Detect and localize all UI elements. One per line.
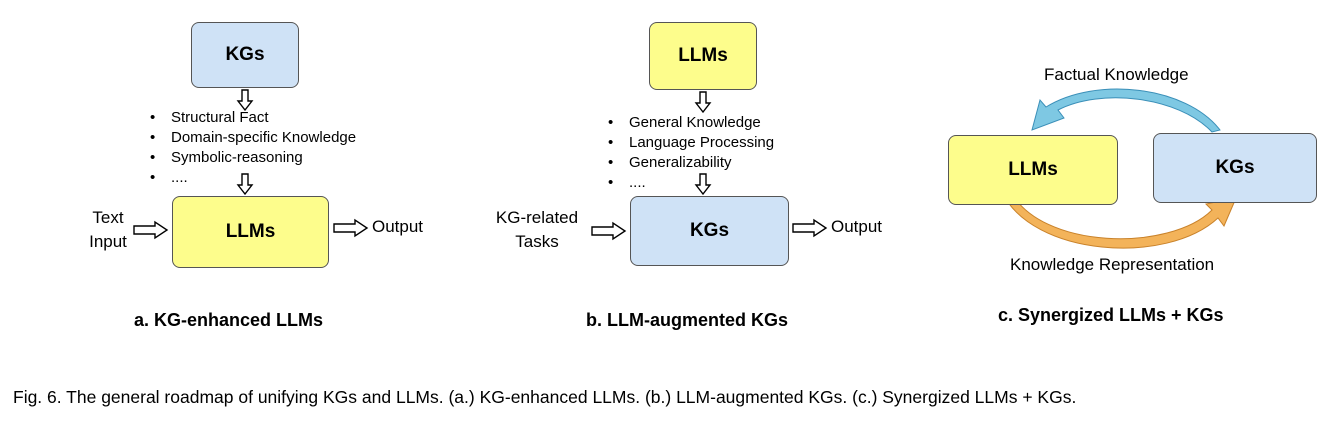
panel-b-input-text: KG-related Tasks <box>482 206 592 254</box>
figure-caption: Fig. 6. The general roadmap of unifying … <box>13 387 1077 407</box>
panel-a-down-arrow-2 <box>236 173 254 196</box>
panel-b-input-line2: Tasks <box>515 232 559 251</box>
panel-a-input-arrow <box>133 220 169 240</box>
panel-c-knowledge-representation-arrow <box>1001 189 1237 249</box>
panel-a-bullet-item: Symbolic-reasoning <box>147 148 356 168</box>
panel-a-input-line1: Text <box>92 208 124 227</box>
panel-b-down-arrow-1 <box>694 91 712 114</box>
panel-c-kgs-label: KGs <box>1215 157 1255 178</box>
panel-c-factual-knowledge-label: Factual Knowledge <box>1044 65 1189 84</box>
panel-b-title: b. LLM-augmented KGs <box>586 310 788 330</box>
panel-a-bullet-item: Structural Fact <box>147 108 356 128</box>
panel-c-curved-arrows <box>1001 88 1237 249</box>
panel-a-kgs-label: KGs <box>225 44 265 65</box>
panel-b-bullet-item: General Knowledge <box>605 113 774 133</box>
panel-b-input-line1: KG-related <box>495 208 579 227</box>
panel-c-llms-box: LLMs <box>948 135 1118 205</box>
panel-b-llms-label: LLMs <box>678 45 728 66</box>
panel-b-bullet-item: .... <box>605 173 774 193</box>
panel-b-llms-box: LLMs <box>649 22 757 90</box>
panel-c-knowledge-representation-label: Knowledge Representation <box>1010 255 1215 274</box>
panel-a-llms-label: LLMs <box>225 221 276 242</box>
panel-b-output-text: Output <box>831 217 883 236</box>
panel-b-output-arrow <box>792 218 828 238</box>
panel-c-title: c. Synergized LLMs + KGs <box>998 305 1224 325</box>
panel-a-input-line2: Input <box>89 232 127 251</box>
panel-b-bullet-item: Language Processing <box>605 133 774 153</box>
panel-c-kgs-box: KGs <box>1153 133 1317 203</box>
panel-a-bullet-item: Domain-specific Knowledge <box>147 128 356 148</box>
panel-b-bullet-item: Generalizability <box>605 153 774 173</box>
panel-b-down-arrow-2 <box>694 173 712 196</box>
panel-b-kgs-box: KGs <box>630 196 789 266</box>
panel-a-output-text: Output <box>372 217 424 236</box>
panel-a-bullet-list: Structural Fact Domain-specific Knowledg… <box>147 108 356 188</box>
panel-a-title: a. KG-enhanced LLMs <box>134 310 324 330</box>
panel-a-kgs-box: KGs <box>191 22 299 88</box>
panel-b-bullet-list: General Knowledge Language Processing Ge… <box>605 113 774 193</box>
panel-a-output-arrow <box>333 218 369 238</box>
panel-c-factual-knowledge-arrow <box>1031 88 1221 133</box>
panel-b-input-arrow <box>591 221 627 241</box>
panel-c-llms-label: LLMs <box>1008 159 1058 180</box>
panel-a-down-arrow-1 <box>236 89 254 112</box>
panel-a-input-text: Text Input <box>78 206 138 254</box>
panel-a-llms-box: LLMs <box>172 196 329 268</box>
panel-b-kgs-label: KGs <box>689 220 730 241</box>
panel-a-bullet-item: .... <box>147 168 356 188</box>
